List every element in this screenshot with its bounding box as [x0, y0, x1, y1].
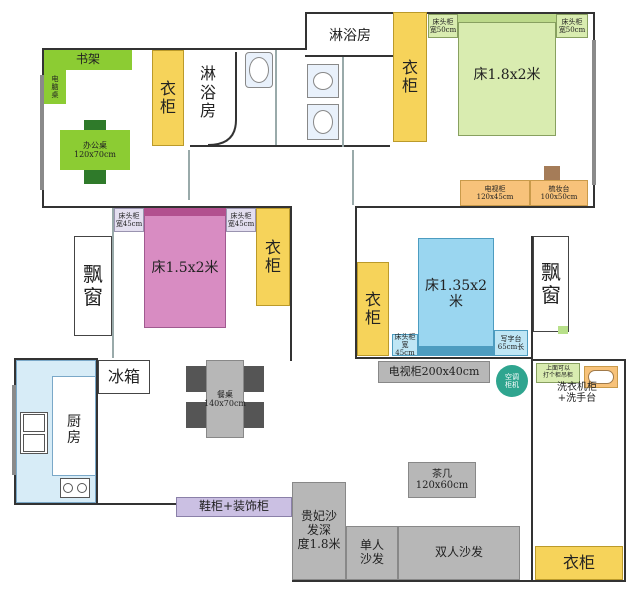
dining-table: 餐桌 140x70cm: [204, 360, 246, 438]
wall: [14, 358, 98, 360]
wall: [305, 12, 307, 50]
room-shower-left: 淋 浴 房: [199, 64, 216, 121]
wardrobe-study: 衣 柜: [152, 50, 184, 146]
dining-chair: [186, 402, 206, 428]
window: [12, 385, 16, 475]
wall: [355, 206, 357, 359]
fridge: 冰箱: [98, 360, 150, 394]
room-shower-top: 淋浴房: [329, 27, 371, 44]
kitchen-floor: [52, 376, 96, 476]
stove: [60, 478, 90, 498]
wardrobe-master: 衣 柜: [393, 12, 427, 142]
bay-window-left: 飘 窗: [74, 236, 112, 336]
wall: [531, 359, 533, 581]
shoe-cabinet: 鞋柜+装饰柜: [176, 497, 292, 517]
wall: [305, 12, 595, 14]
toilet-seat: [249, 57, 269, 83]
wardrobe-lower: 衣柜: [535, 546, 623, 580]
double-sofa: 双人沙发: [398, 526, 520, 580]
single-sofa: 单人 沙发: [346, 526, 398, 580]
sink-top: [307, 104, 339, 140]
bed-1-8: 床1.8x2米: [458, 14, 556, 136]
window: [592, 40, 596, 185]
sink-bowl: [23, 434, 45, 452]
office-chair: [84, 170, 106, 184]
partition: [352, 150, 354, 205]
wall: [290, 206, 292, 361]
wall: [531, 236, 533, 359]
sink-basin: [313, 110, 333, 134]
kitchen-sink: [20, 412, 48, 454]
wash-basin: [584, 366, 618, 388]
dresser-stool: [544, 166, 560, 180]
chaise-sofa: 贵妃沙 发深 度1.8米: [292, 482, 346, 580]
office-chair: [84, 120, 106, 130]
shower-curve: [207, 52, 237, 146]
dining-chair: [186, 366, 206, 392]
washer-cabinet: 洗衣机柜 +洗手台: [557, 381, 597, 405]
toilet-top: [307, 64, 339, 98]
bedside-table-right: 床头柜 宽50cm: [556, 14, 588, 38]
writing-desk: 写字台 65cm长: [494, 330, 528, 356]
wardrobe-right: 衣 柜: [357, 262, 389, 356]
bed-headboard: [458, 14, 556, 23]
bed-headboard: [144, 208, 226, 216]
green-marker: [558, 326, 568, 334]
wall: [531, 359, 626, 361]
coffee-table: 茶几 120x60cm: [408, 462, 476, 498]
bookshelf: 书架: [44, 50, 132, 70]
office-desk: 办公桌 120x70cm: [60, 130, 130, 170]
room-kitchen: 厨 房: [67, 413, 81, 446]
wall: [292, 580, 626, 582]
wall: [42, 48, 190, 50]
partition: [275, 50, 277, 145]
wall: [96, 358, 98, 503]
wall: [114, 206, 292, 208]
bed-1-5: 床1.5x2米: [144, 208, 226, 328]
air-conditioner: 空调 柜机: [496, 365, 528, 397]
wall: [190, 145, 390, 147]
bay-window-right: 飘 窗: [533, 236, 569, 332]
bedside-table: 床头柜 宽45cm: [392, 333, 418, 357]
toilet-left: [245, 52, 273, 88]
tv-cabinet-120: 电视柜 120x45cm: [460, 180, 530, 206]
wall: [14, 503, 179, 505]
partition: [188, 150, 190, 200]
wardrobe-middle: 衣 柜: [256, 208, 290, 306]
dresser: 梳妆台 100x50cm: [530, 180, 588, 206]
bedside-table-left: 床头柜 宽45cm: [114, 208, 144, 232]
dining-chair: [244, 366, 264, 392]
wall: [305, 55, 393, 57]
wall: [190, 48, 305, 50]
wall: [355, 357, 533, 359]
partition: [342, 57, 344, 147]
partition: [112, 208, 114, 358]
sink-bowl: [23, 414, 45, 432]
burner: [63, 483, 73, 493]
wall: [624, 359, 626, 581]
wall: [42, 206, 114, 208]
dining-chair: [244, 402, 264, 428]
window: [40, 75, 44, 190]
wall: [355, 206, 595, 208]
bed-footboard: [418, 346, 494, 356]
bedside-table-right: 床头柜 宽45cm: [226, 208, 256, 232]
computer-desk: 电 脑 桌: [44, 70, 66, 104]
toilet-seat: [313, 72, 333, 90]
tv-cabinet-200: 电视柜200x40cm: [378, 361, 490, 383]
burner: [77, 483, 87, 493]
bedside-table-left: 床头柜 宽50cm: [428, 14, 458, 38]
bed-1-35: 床1.35x2米: [418, 238, 494, 350]
laundry-note: 上面可以 打个柜吊柜: [536, 363, 580, 383]
basin-bowl: [588, 370, 614, 384]
